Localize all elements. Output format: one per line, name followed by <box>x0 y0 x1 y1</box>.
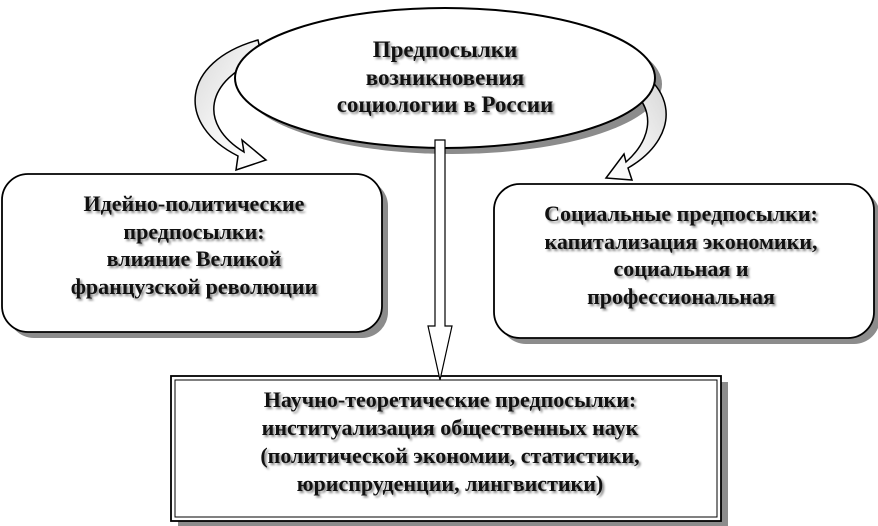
left-line: Идейно-политические <box>83 191 305 216</box>
center-line: социологии в России <box>336 92 554 118</box>
bottom-line: институализация общественных наук <box>261 415 639 441</box>
left-line: предпосылки: <box>123 218 265 244</box>
right-line: профессиональная <box>587 283 775 309</box>
bottom-line: юриспруденции, лингвистики) <box>296 471 604 497</box>
center-line: Предпосылки <box>372 37 518 62</box>
right-label: Социальные предпосылки: капитализация эк… <box>500 200 862 310</box>
left-label: Идейно-политические предпосылки: влияние… <box>16 190 372 300</box>
center-line: возникновения <box>365 64 525 90</box>
vertical-down-arrow <box>427 139 453 381</box>
bottom-label: Научно-теоретические предпосылки: инстит… <box>180 386 720 499</box>
right-line: Социальные предпосылки: <box>544 201 818 226</box>
left-curved-arrow <box>194 39 268 172</box>
bottom-box <box>170 375 722 522</box>
right-line: капитализация экономики, <box>544 228 818 254</box>
center-label: Предпосылки возникновения социологии в Р… <box>300 36 590 119</box>
bottom-line: Научно-теоретические предпосылки: <box>263 387 637 412</box>
bottom-box-inner-border <box>174 379 718 518</box>
bottom-line: (политической экономии, статистики, <box>260 443 640 469</box>
left-line: влияние Великой <box>106 246 282 271</box>
left-box <box>1 173 383 333</box>
right-line: социальная и <box>613 256 749 281</box>
left-line: французской революции <box>70 273 318 299</box>
right-box <box>493 183 875 339</box>
